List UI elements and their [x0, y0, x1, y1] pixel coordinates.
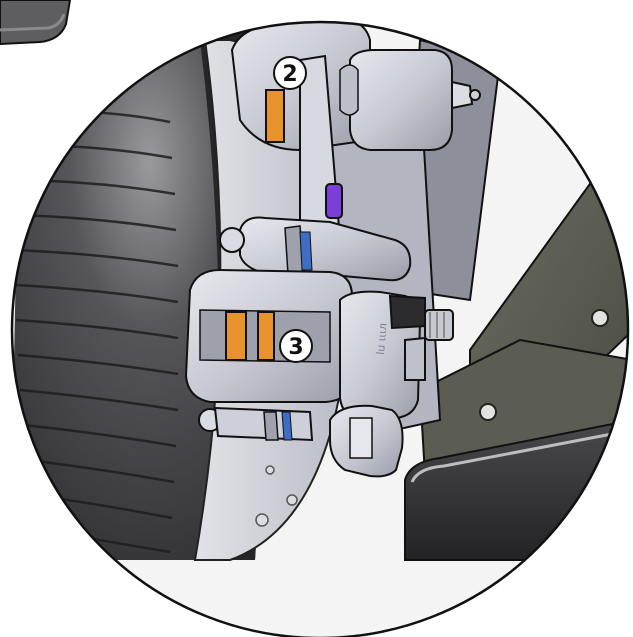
bracket-bolt-hole-upper	[591, 309, 609, 327]
caliper-marking-text: lu ιιιл	[374, 323, 390, 356]
bracket-bolt-hole-lower	[479, 403, 497, 421]
caliper-link-arm	[219, 216, 412, 282]
upper-piston-housing	[349, 49, 453, 151]
lower-caliper: lu ιιιл	[184, 268, 454, 478]
callout-2: 2	[273, 56, 307, 90]
callout-3-circle	[279, 329, 313, 363]
callout-3: 3	[279, 329, 313, 363]
zoom-circle-outline	[10, 20, 630, 637]
caliper-pin	[325, 183, 343, 219]
callout-2-circle	[273, 56, 307, 90]
callout-2-number: 2	[282, 62, 297, 87]
outer-panel-fragment	[0, 0, 72, 46]
callout-3-number: 3	[288, 335, 303, 360]
lower-caliper-brake-pad	[225, 311, 247, 361]
upper-caliper-brake-pad	[265, 89, 285, 143]
